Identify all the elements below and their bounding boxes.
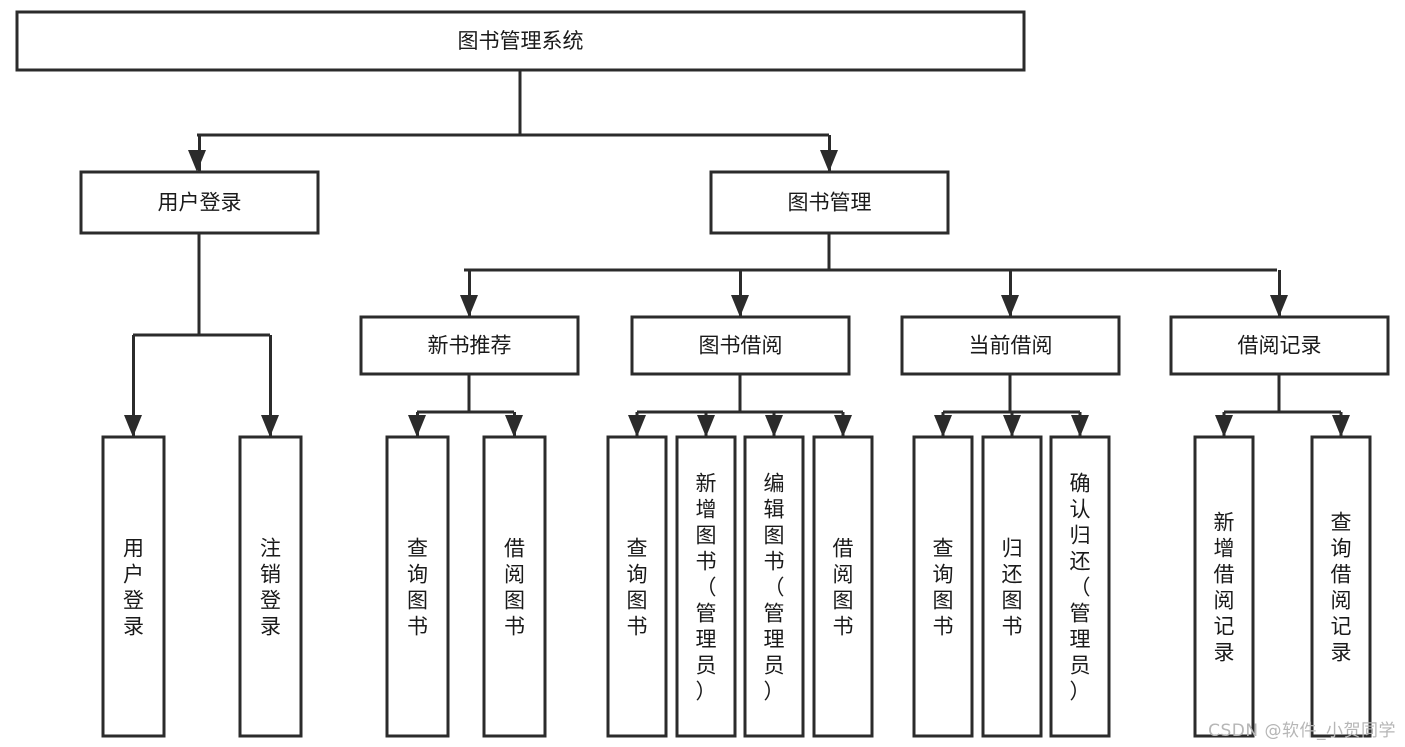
connector-bus-bookmgmt bbox=[464, 233, 1277, 272]
node-label-leaf-10: 归还图书 bbox=[1002, 537, 1023, 639]
node-box-leaf-5 bbox=[606, 435, 668, 738]
node-borrow[interactable]: 图书借阅 bbox=[630, 315, 851, 376]
node-newbooks[interactable]: 新书推荐 bbox=[359, 315, 580, 376]
csdn-watermark: CSDN @软件_小贺同学 bbox=[1208, 721, 1396, 741]
node-label-borrow: 图书借阅 bbox=[699, 334, 783, 358]
node-label-leaf-3: 查询图书 bbox=[407, 537, 428, 639]
node-label-login: 用户登录 bbox=[158, 191, 242, 215]
arrow-leaf-8-icon bbox=[834, 415, 852, 437]
node-label-bookmgmt: 图书管理 bbox=[788, 191, 872, 215]
arrow-leaf-12-icon bbox=[1215, 415, 1233, 437]
node-label-leaf-1: 用户登录 bbox=[123, 537, 144, 639]
node-leaf-6[interactable]: 新增图书（管理员） bbox=[675, 435, 737, 738]
arrow-leaf-6-icon bbox=[697, 415, 715, 437]
node-leaf-10[interactable]: 归还图书 bbox=[981, 435, 1043, 738]
arrow-leaf-1-icon bbox=[124, 415, 142, 437]
node-leaf-4[interactable]: 借阅图书 bbox=[482, 435, 547, 738]
node-label-leaf-9: 查询图书 bbox=[933, 537, 954, 639]
node-label-current: 当前借阅 bbox=[969, 334, 1053, 358]
node-box-leaf-3 bbox=[385, 435, 450, 738]
node-leaf-9[interactable]: 查询图书 bbox=[912, 435, 974, 738]
node-leaf-11[interactable]: 确认归还（管理员） bbox=[1049, 435, 1111, 738]
arrow-leaf-11-icon bbox=[1071, 415, 1089, 437]
node-leaf-12[interactable]: 新增借阅记录 bbox=[1193, 435, 1255, 738]
node-box-current bbox=[900, 315, 1121, 376]
arrow-borrow-icon bbox=[731, 295, 749, 317]
arrow-newbooks-icon bbox=[460, 295, 478, 317]
node-label-leaf-8: 借阅图书 bbox=[833, 537, 854, 639]
node-box-newbooks bbox=[359, 315, 580, 376]
connector-bus-login bbox=[133, 233, 270, 337]
connector-bus-borrow bbox=[637, 374, 843, 414]
node-leaf-1[interactable]: 用户登录 bbox=[101, 435, 166, 738]
arrow-leaf-5-icon bbox=[628, 415, 646, 437]
node-login[interactable]: 用户登录 bbox=[79, 170, 320, 235]
node-bookmgmt[interactable]: 图书管理 bbox=[709, 170, 950, 235]
node-label-leaf-12: 新增借阅记录 bbox=[1214, 511, 1235, 665]
connector-bus-layer bbox=[132, 70, 1343, 436]
node-box-leaf-8 bbox=[812, 435, 874, 738]
node-box-leaf-13 bbox=[1310, 435, 1372, 738]
arrow-bookmgmt-icon bbox=[820, 150, 838, 172]
node-box-leaf-1 bbox=[101, 435, 166, 738]
connector-bus-current bbox=[943, 374, 1080, 414]
connector-bus-root bbox=[197, 70, 829, 137]
node-label-leaf-4: 借阅图书 bbox=[504, 537, 525, 639]
node-label-newbooks: 新书推荐 bbox=[428, 334, 512, 358]
node-leaf-2[interactable]: 注销登录 bbox=[238, 435, 303, 738]
arrow-current-icon bbox=[1001, 295, 1019, 317]
arrow-leaf-9-icon bbox=[934, 415, 952, 437]
node-box-leaf-2 bbox=[238, 435, 303, 738]
node-records[interactable]: 借阅记录 bbox=[1169, 315, 1390, 376]
node-box-leaf-11 bbox=[1049, 435, 1111, 738]
node-leaf-5[interactable]: 查询图书 bbox=[606, 435, 668, 738]
node-label-leaf-7: 编辑图书（管理员） bbox=[764, 472, 785, 704]
connector-bus-records bbox=[1224, 374, 1341, 414]
node-leaf-8[interactable]: 借阅图书 bbox=[812, 435, 874, 738]
node-leaf-13[interactable]: 查询借阅记录 bbox=[1310, 435, 1372, 738]
node-box-leaf-7 bbox=[743, 435, 805, 738]
arrow-login-icon bbox=[188, 150, 206, 172]
node-label-records: 借阅记录 bbox=[1238, 334, 1322, 358]
node-current[interactable]: 当前借阅 bbox=[900, 315, 1121, 376]
node-root[interactable]: 图书管理系统 bbox=[15, 10, 1026, 72]
node-leaf-3[interactable]: 查询图书 bbox=[385, 435, 450, 738]
node-box-leaf-9 bbox=[912, 435, 974, 738]
arrow-leaf-4-icon bbox=[505, 415, 523, 437]
node-box-root bbox=[15, 10, 1026, 72]
node-label-leaf-5: 查询图书 bbox=[627, 537, 648, 639]
node-box-records bbox=[1169, 315, 1390, 376]
arrow-records-icon bbox=[1270, 295, 1288, 317]
node-label-leaf-11: 确认归还（管理员） bbox=[1070, 472, 1091, 704]
arrow-leaf-3-icon bbox=[408, 415, 426, 437]
node-box-leaf-12 bbox=[1193, 435, 1255, 738]
connector-bus-newbooks bbox=[417, 374, 514, 414]
arrow-leaf-7-icon bbox=[765, 415, 783, 437]
node-label-leaf-2: 注销登录 bbox=[260, 537, 281, 639]
node-label-root: 图书管理系统 bbox=[458, 29, 584, 53]
node-leaf-7[interactable]: 编辑图书（管理员） bbox=[743, 435, 805, 738]
node-box-leaf-6 bbox=[675, 435, 737, 738]
node-box-login bbox=[79, 170, 320, 235]
arrow-leaf-2-icon bbox=[261, 415, 279, 437]
node-label-leaf-6: 新增图书（管理员） bbox=[696, 472, 717, 704]
node-box-bookmgmt bbox=[709, 170, 950, 235]
node-box-leaf-10 bbox=[981, 435, 1043, 738]
arrow-head-layer bbox=[124, 150, 1350, 437]
arrow-leaf-10-icon bbox=[1003, 415, 1021, 437]
node-box-borrow bbox=[630, 315, 851, 376]
node-box-leaf-4 bbox=[482, 435, 547, 738]
arrow-leaf-13-icon bbox=[1332, 415, 1350, 437]
node-layer: 图书管理系统用户登录图书管理新书推荐图书借阅当前借阅借阅记录用户登录注销登录查询… bbox=[15, 10, 1390, 738]
node-label-leaf-13: 查询借阅记录 bbox=[1331, 511, 1352, 665]
